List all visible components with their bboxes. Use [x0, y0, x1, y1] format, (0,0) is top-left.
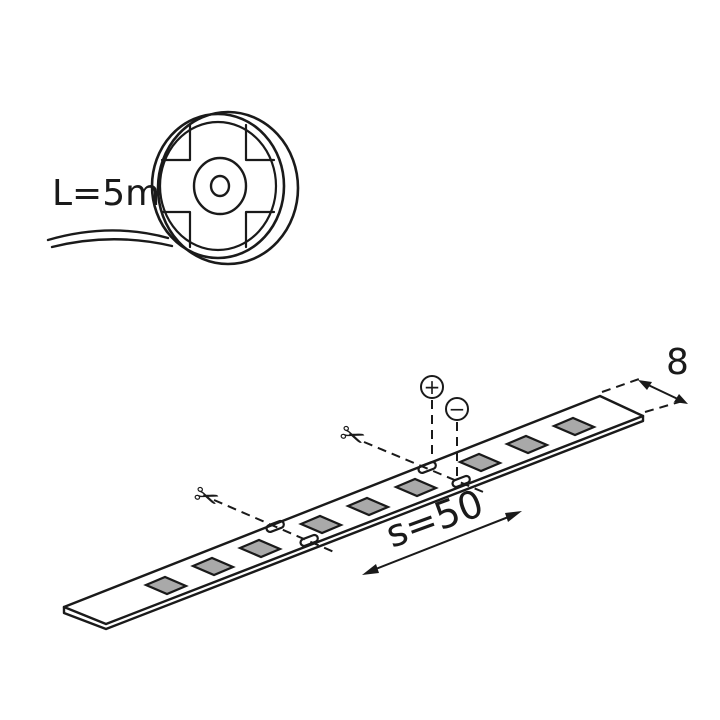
polarity-minus: − [445, 397, 469, 476]
reel-spoke-tr [244, 123, 276, 162]
arrowhead-icon [505, 511, 522, 522]
led-chip [457, 452, 503, 473]
reel-tail-bottom [50, 238, 174, 249]
led-chips [143, 416, 597, 596]
reel-inner-rim [158, 120, 278, 252]
width-dimension: 8 [601, 342, 689, 413]
reel-spoke-tl [160, 123, 192, 162]
led-chip [237, 538, 283, 559]
led-chip [143, 575, 189, 596]
reel-outer-rim [156, 110, 300, 266]
arrowhead-icon [638, 380, 652, 390]
solder-pad [265, 519, 285, 534]
plus-circle-icon [420, 375, 444, 399]
scissors-icon: ✂ [189, 477, 225, 518]
spacing-arrow-line [367, 513, 517, 573]
reel-length-label: L=5m [52, 173, 160, 214]
led-chip [298, 514, 344, 535]
led-chip [504, 434, 550, 455]
polarity-plus: + [420, 375, 444, 460]
led-chip [393, 477, 439, 498]
spacing-dimension: s=50 [362, 481, 522, 575]
minus-symbol: − [449, 397, 466, 421]
strip-edge [62, 414, 645, 631]
width-extension-line [601, 377, 643, 393]
minus-circle-icon [445, 397, 469, 421]
led-reel: L=5m [46, 110, 300, 266]
arrowhead-icon [362, 564, 379, 575]
led-chip [551, 416, 597, 437]
solder-pad [451, 474, 471, 489]
scissors-icon: ✂ [335, 416, 371, 457]
led-chip [345, 496, 391, 517]
arrowhead-icon [674, 394, 688, 404]
led-chip [190, 556, 236, 577]
reel-hub-hole [209, 174, 231, 198]
cut-dash-line [363, 441, 489, 495]
reel-front-rim [150, 112, 286, 260]
width-arrow-line [643, 382, 683, 402]
reel-hub [192, 156, 248, 216]
reel-tail-top [46, 229, 170, 242]
plus-symbol: + [424, 375, 441, 399]
cut-dash-line [213, 499, 335, 553]
reel-spoke-br [244, 210, 276, 249]
reel-spoke-bl [160, 210, 192, 249]
solder-pad [417, 460, 437, 475]
width-label: 8 [666, 342, 689, 383]
solder-pad [299, 533, 319, 548]
